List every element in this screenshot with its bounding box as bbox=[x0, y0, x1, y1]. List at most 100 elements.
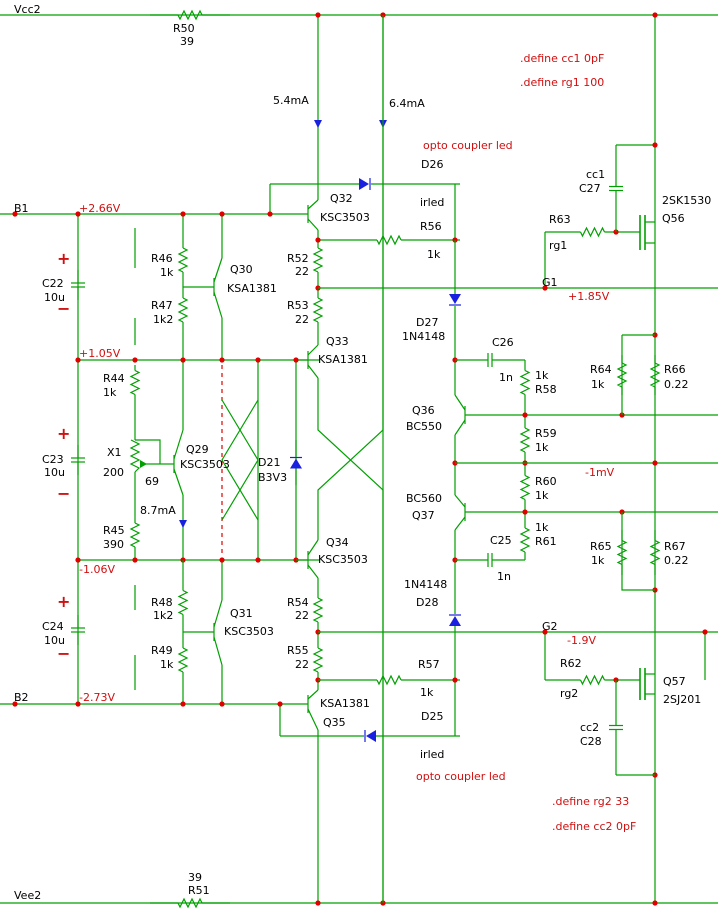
x1-value: 200 bbox=[103, 466, 124, 479]
q31-part: KSC3503 bbox=[224, 625, 274, 638]
r57-value: 1k bbox=[420, 686, 434, 699]
r65-body bbox=[616, 539, 628, 566]
dot bbox=[652, 900, 658, 906]
current-arrow-5-4ma bbox=[314, 120, 322, 128]
dot bbox=[315, 237, 321, 243]
r45-value: 390 bbox=[103, 538, 124, 551]
r52-label: R52 bbox=[287, 252, 309, 265]
r54-value: 22 bbox=[295, 609, 309, 622]
dot bbox=[652, 12, 658, 18]
q32-collector bbox=[307, 199, 319, 210]
g2-net-label: G2 bbox=[542, 620, 558, 633]
c23-plus-mark: + bbox=[57, 424, 71, 443]
q33-collector bbox=[307, 344, 319, 356]
r63-label: R63 bbox=[549, 213, 571, 226]
r47-value: 1k2 bbox=[153, 313, 174, 326]
define-rg2-note: .define rg2 33 bbox=[552, 795, 630, 808]
c25-label: C25 bbox=[490, 534, 512, 547]
r62-label: R62 bbox=[560, 657, 582, 670]
voltage-mid: -1mV bbox=[585, 466, 615, 479]
q56-part: 2SK1530 bbox=[662, 194, 712, 207]
r48-value: 1k2 bbox=[153, 609, 174, 622]
b2-node-dot bbox=[75, 701, 81, 707]
c23-label: C23 bbox=[42, 453, 64, 466]
dot bbox=[542, 629, 548, 635]
r55-body bbox=[312, 647, 324, 673]
c24-minus-mark: − bbox=[57, 644, 71, 663]
q31-label: Q31 bbox=[230, 607, 253, 620]
q33-label: Q33 bbox=[326, 335, 349, 348]
d26-part: irled bbox=[420, 196, 445, 209]
dot bbox=[315, 12, 321, 18]
q37-label: Q37 bbox=[412, 509, 435, 522]
q29-emitter bbox=[173, 468, 184, 496]
r58-body bbox=[519, 369, 531, 396]
d25-label: D25 bbox=[421, 710, 444, 723]
c28-value: cc2 bbox=[580, 721, 600, 734]
d28-part: 1N4148 bbox=[404, 578, 448, 591]
dot bbox=[180, 211, 186, 217]
r53-value: 22 bbox=[295, 313, 309, 326]
dot bbox=[652, 142, 658, 148]
q37-emitter bbox=[454, 516, 466, 531]
r44-value: 1k bbox=[103, 386, 117, 399]
x1-body bbox=[129, 439, 141, 473]
r62-value: rg2 bbox=[560, 687, 579, 700]
r44-body bbox=[129, 369, 141, 396]
b2-net-label: B2 bbox=[14, 691, 29, 704]
r47-body bbox=[177, 297, 189, 323]
q34-emitter bbox=[307, 564, 319, 579]
x1-wiper-wire bbox=[135, 439, 161, 464]
r53-body bbox=[312, 297, 324, 323]
q34-part: KSC3503 bbox=[318, 553, 368, 566]
r61-body bbox=[519, 527, 531, 553]
dot bbox=[180, 701, 186, 707]
c22-value: 10u bbox=[44, 291, 65, 304]
q35-label: Q35 bbox=[323, 716, 346, 729]
current-arrow-8-7ma bbox=[179, 520, 187, 528]
r60-body bbox=[519, 474, 531, 501]
q33-emitter bbox=[307, 364, 319, 379]
q30-part: KSA1381 bbox=[227, 282, 277, 295]
r64-body bbox=[616, 362, 628, 388]
n106-dot bbox=[75, 557, 81, 563]
r44-label: R44 bbox=[103, 372, 125, 385]
r55-value: 22 bbox=[295, 658, 309, 671]
r66-body bbox=[649, 362, 661, 388]
q57-part: 2SJ201 bbox=[663, 693, 702, 706]
cross-wire bbox=[221, 399, 259, 521]
r51-value: 39 bbox=[188, 871, 202, 884]
dot bbox=[315, 900, 321, 906]
x1-label: X1 bbox=[107, 446, 122, 459]
d27-part: 1N4148 bbox=[402, 330, 446, 343]
c27-value: cc1 bbox=[586, 168, 606, 181]
r50-body bbox=[177, 9, 203, 21]
d25-body bbox=[366, 730, 376, 742]
r65-label: R65 bbox=[590, 540, 612, 553]
d28-label: D28 bbox=[416, 596, 439, 609]
dot bbox=[180, 357, 186, 363]
voltage-g1: +1.85V bbox=[568, 290, 610, 303]
b1-dot bbox=[12, 211, 18, 217]
r62-body bbox=[579, 674, 606, 686]
r49-label: R49 bbox=[151, 644, 173, 657]
dot bbox=[267, 211, 273, 217]
c22-minus-mark: − bbox=[57, 299, 71, 318]
d27-body bbox=[449, 294, 461, 304]
r58-value: 1k bbox=[535, 369, 549, 382]
r58-label: R58 bbox=[535, 383, 557, 396]
c22-label: C22 bbox=[42, 277, 64, 290]
dot bbox=[255, 557, 261, 563]
r61-label: R61 bbox=[535, 535, 557, 548]
q30-label: Q30 bbox=[230, 263, 253, 276]
c22-plus-mark: + bbox=[57, 249, 71, 268]
c28-label: C28 bbox=[580, 735, 602, 748]
r52-value: 22 bbox=[295, 265, 309, 278]
define-cc1-note: .define cc1 0pF bbox=[520, 52, 605, 65]
q34-collector bbox=[307, 539, 319, 556]
d21-label: D21 bbox=[258, 456, 281, 469]
r54-body bbox=[312, 597, 324, 623]
r49-body bbox=[177, 647, 189, 673]
q33-part: KSA1381 bbox=[318, 353, 368, 366]
